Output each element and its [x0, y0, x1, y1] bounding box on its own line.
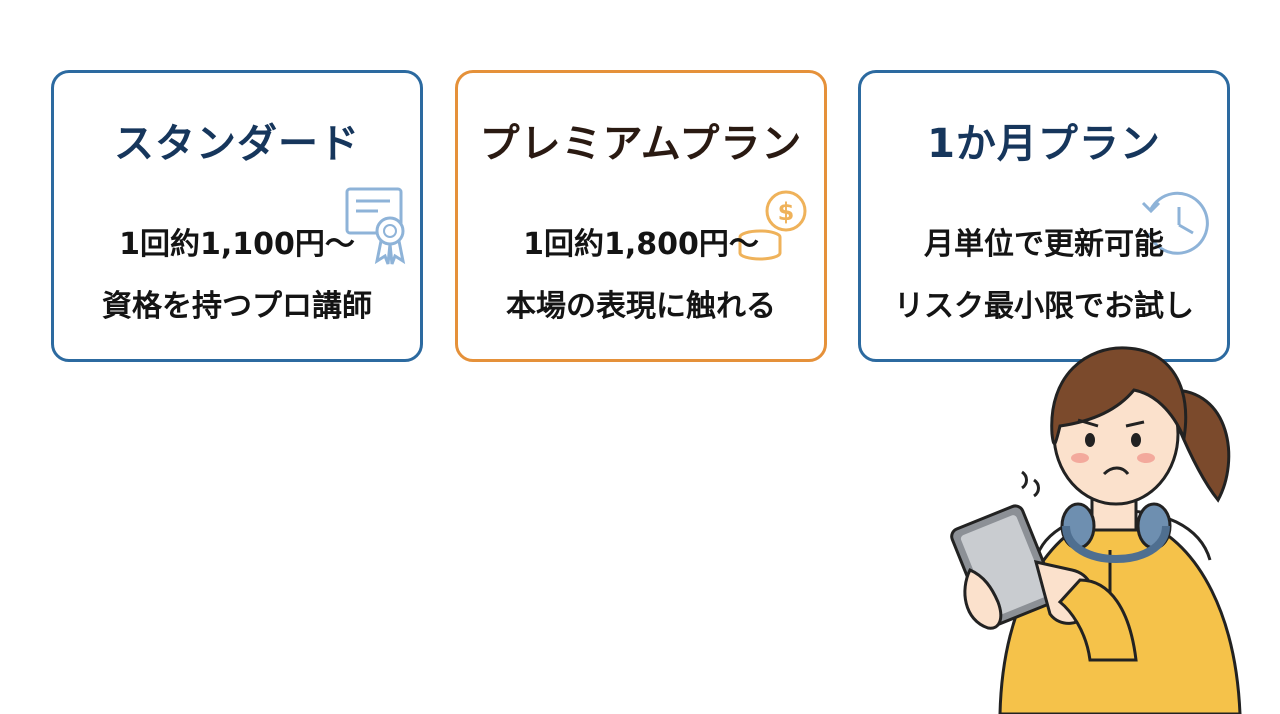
plan-feature: 資格を持つプロ講師 [102, 289, 372, 324]
plan-price: 月単位で更新可能 [924, 227, 1164, 262]
plan-price: 1回約1,800円〜 [523, 227, 759, 262]
plan-card-monthly: 1か月プラン 月単位で更新可能 リスク最小限でお試し [858, 70, 1230, 362]
plan-card-premium: プレミアムプラン $ 1回約1,800円〜 本場の表現に触れる [455, 70, 827, 362]
plan-title: プレミアムプラン [479, 121, 803, 167]
certificate-icon [345, 187, 406, 265]
clock-refresh-icon [1141, 191, 1209, 255]
plan-title: スタンダード [114, 121, 360, 167]
plan-card-standard: スタンダード 1回約1,100円〜 資格を持つプロ講師 [51, 70, 423, 362]
plan-feature: 本場の表現に触れる [506, 289, 776, 324]
plan-title: 1か月プラン [927, 121, 1161, 167]
plan-price: 1回約1,100円〜 [119, 227, 355, 262]
coins-icon: $ [738, 190, 807, 261]
svg-text:$: $ [778, 198, 795, 226]
plan-feature: リスク最小限でお試し [894, 289, 1194, 324]
woman-with-tablet-illustration [950, 346, 1242, 714]
